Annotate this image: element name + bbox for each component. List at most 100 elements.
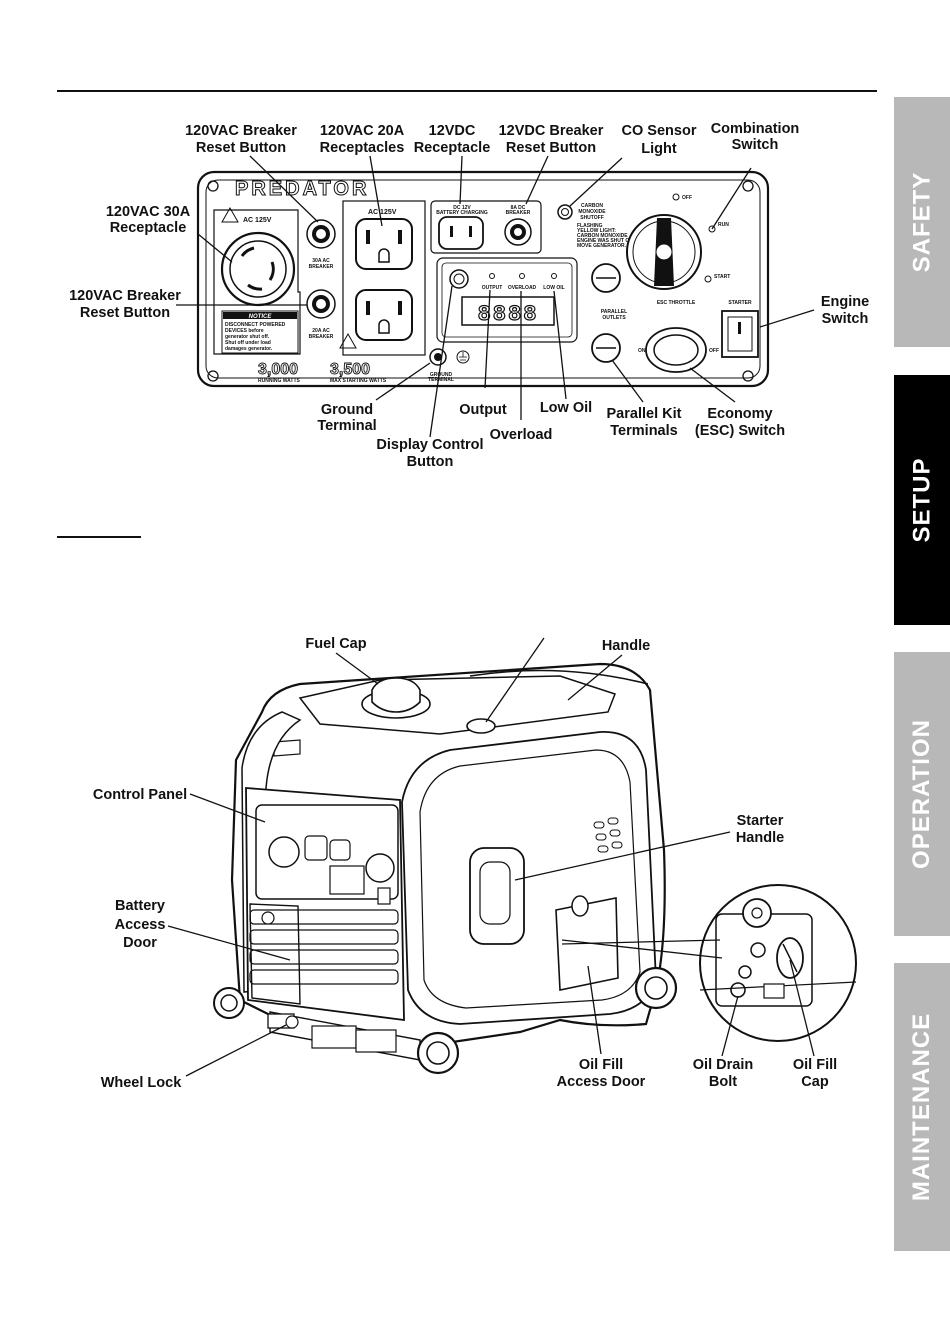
overload-indicator (519, 273, 525, 279)
callout-starter-handle: Handle (736, 830, 784, 846)
economy-switch-button (653, 334, 699, 366)
callout-parallel: Parallel Kit (607, 406, 682, 422)
callout-battery-door: Door (123, 935, 157, 951)
breaker-30a-label: BREAKER (309, 264, 334, 270)
notice-line: Shut off under load (225, 340, 271, 346)
callout-battery-door: Battery (115, 898, 165, 914)
callout-oil-fill-door: Access Door (557, 1074, 646, 1090)
callout-breaker-30-top: Reset Button (196, 140, 286, 156)
callout-display-btn: Display Control (376, 437, 483, 453)
co-sensor-lens (561, 208, 569, 216)
callout-economy: Economy (707, 406, 772, 422)
tab-maintenance[interactable]: MAINTENANCE (894, 963, 950, 1251)
header-rule (57, 90, 877, 92)
callout-oil-drain-bolt: Bolt (709, 1074, 737, 1090)
esc-throttle-label: ESC THROTTLE (657, 300, 696, 306)
receptacle-30a-slot (268, 261, 275, 281)
starting-watts-value: 3,500 (330, 361, 370, 378)
generator-body (213, 662, 678, 1075)
panel-leader-lines (176, 155, 815, 438)
dial-mark-start (704, 275, 712, 283)
breaker-20a-center (316, 299, 326, 309)
callout-co-sensor: Light (641, 141, 677, 157)
notice-title: NOTICE (249, 314, 273, 320)
co-warning-line: ENGINE WAS SHUT OFF. (577, 238, 637, 244)
dc-breaker-label: 8A DC (511, 205, 526, 211)
tab-safety[interactable]: SAFETY (894, 97, 950, 347)
callout-parallel: Terminals (610, 423, 677, 439)
callout-starter-handle: Starter (737, 813, 784, 829)
display-inner-frame (441, 262, 573, 338)
notice-line: DISCONNECT POWERED (225, 322, 286, 328)
callout-breaker-20-left: 120VAC Breaker (69, 288, 181, 304)
ground-symbol-glyph (459, 352, 467, 361)
indicator-label-output: OUTPUT (482, 285, 503, 291)
callout-dc-breaker: Reset Button (506, 140, 596, 156)
tab-maintenance-label: MAINTENANCE (908, 1012, 936, 1202)
notice-line: generator shut off. (225, 334, 270, 340)
engine-switch-mark (738, 322, 741, 334)
breaker-20a-label: 20A AC (312, 328, 330, 334)
callout-breaker-30-top: 120VAC Breaker (185, 123, 297, 139)
callout-dc-breaker: 12VDC Breaker (499, 123, 604, 139)
mount-hole (742, 370, 754, 382)
display-control-center (453, 273, 465, 285)
esc-on-label: ON (638, 348, 646, 354)
callout-fuel-cap: Fuel Cap (305, 636, 366, 652)
dc-frame (430, 200, 542, 254)
callout-oil-fill-cap: Oil Fill (793, 1057, 837, 1073)
notice-line: damages generator. (225, 346, 273, 352)
generator-figure: Fuel Cap Handle Control Panel Starter Ha… (93, 636, 857, 1091)
ac-125v-right: AC 125V (368, 209, 397, 216)
callout-display-btn: Button (407, 454, 454, 470)
co-label: SHUTOFF (580, 215, 604, 221)
co-label: CARBON (581, 203, 603, 209)
callout-engine-switch: Engine (821, 294, 869, 310)
ground-symbol-icon (456, 350, 470, 364)
callout-economy: (ESC) Switch (695, 423, 785, 439)
dial-mark-run (708, 225, 716, 233)
digital-display (461, 296, 555, 326)
dc-receptacle[interactable] (438, 216, 484, 250)
tab-setup[interactable]: SETUP (894, 375, 950, 625)
tab-safety-label: SAFETY (908, 171, 935, 273)
co-warning-line: FLASHING (577, 223, 603, 229)
receptacle-30a-slot (240, 246, 255, 257)
co-warning-line: YELLOW LIGHT: (577, 228, 616, 234)
callout-dc-recept: 12VDC (429, 123, 476, 139)
breaker-30a-label: 30A AC (312, 258, 330, 264)
co-warning-line: CARBON MONOXIDE (577, 233, 628, 239)
mount-hole (207, 370, 219, 382)
callout-recept-20a: Receptacles (320, 140, 405, 156)
callout-low-oil: Low Oil (540, 400, 592, 416)
receptacle-20a-lower[interactable] (355, 289, 413, 341)
callout-engine-switch: Switch (822, 311, 869, 327)
notice-body: DISCONNECT POWERED DEVICES before genera… (225, 322, 286, 352)
tab-operation[interactable]: OPERATION (894, 652, 950, 936)
brand-logo: PREDATOR (235, 178, 369, 200)
callout-ground: Terminal (317, 418, 376, 434)
dial-off-label: OFF (682, 195, 692, 201)
receptacle-20a-upper[interactable] (355, 218, 413, 270)
duplex-frame (342, 200, 426, 356)
notice-line: DEVICES before (225, 328, 264, 334)
receptacle-30a-face (229, 240, 287, 298)
co-label: MONOXIDE (578, 209, 606, 215)
notice-header (223, 312, 297, 319)
engine-switch-rocker (727, 316, 753, 352)
ground-label: TERMINAL (428, 377, 454, 383)
callout-handle: Handle (602, 638, 650, 654)
receptacle-30a-slot (247, 283, 263, 291)
running-watts-value: 3,000 (258, 361, 298, 378)
callout-ground: Ground (321, 402, 373, 418)
dc-breaker-center (514, 228, 522, 236)
mount-hole (207, 180, 219, 192)
dc-label: DC 12V (453, 205, 471, 211)
callout-control-panel: Control Panel (93, 787, 187, 803)
callout-oil-drain-bolt: Oil Drain (693, 1057, 753, 1073)
generator-leader-lines (167, 637, 815, 1077)
warning-triangle-icon (339, 332, 357, 349)
callout-recept-30a: 120VAC 30A (106, 204, 191, 220)
callout-recept-30a: Receptacle (110, 220, 187, 236)
display-frame (436, 257, 578, 343)
